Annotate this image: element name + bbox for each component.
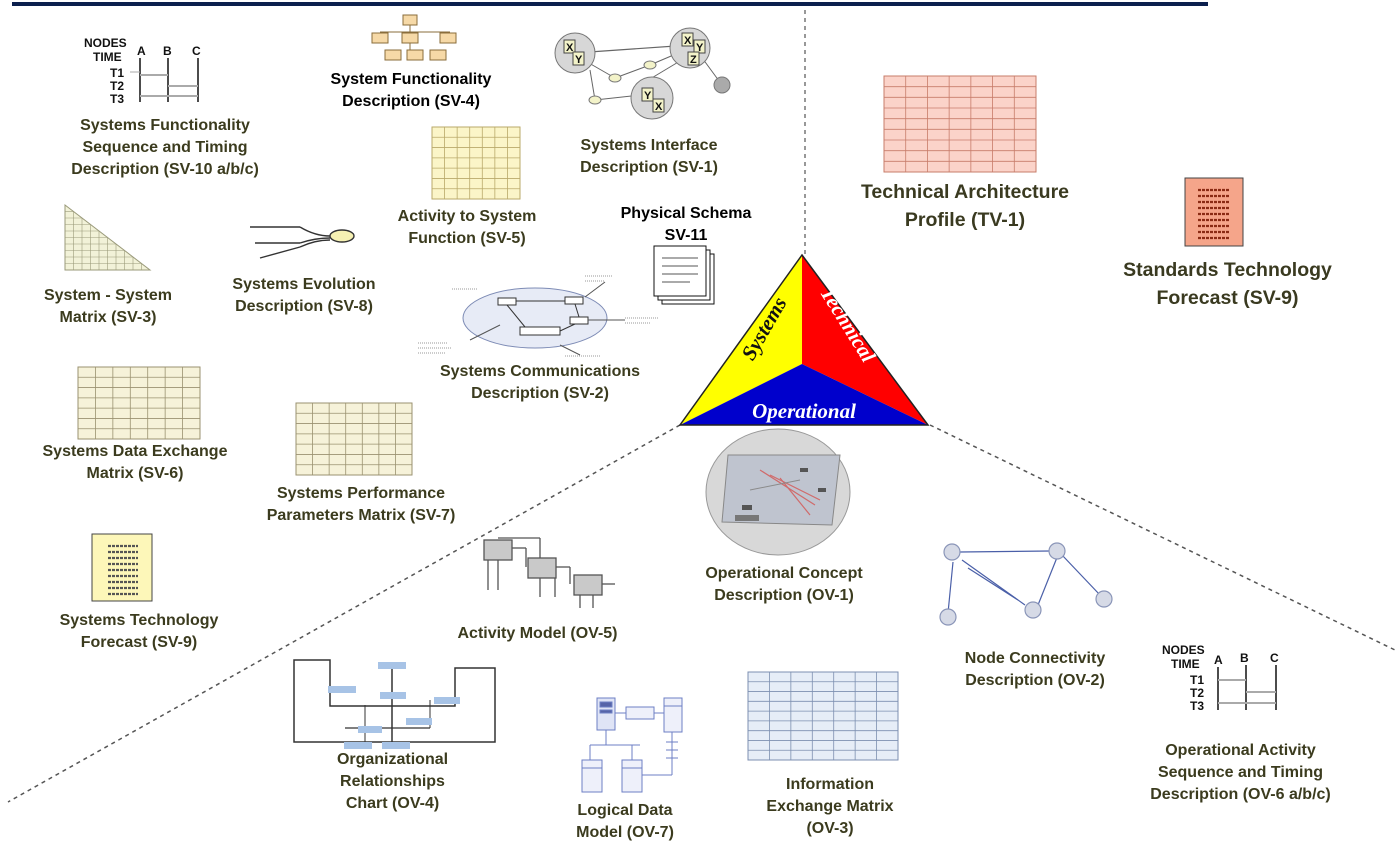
label-sv4: System Functionality Description (SV-4): [330, 71, 492, 110]
label-sv1: Systems Interface Description (SV-1): [580, 137, 718, 176]
svg-text:T2: T2: [110, 79, 124, 93]
svg-text:Y: Y: [696, 42, 704, 54]
sequence-timing-icon-ov6: NODES TIME A B C T1 T2 T3: [1162, 643, 1279, 713]
svg-text:NODES: NODES: [1162, 643, 1205, 657]
svg-text:NODES: NODES: [84, 36, 127, 50]
label-ov1: Operational Concept Description (OV-1): [705, 565, 863, 604]
label-sv9-left: Systems Technology Forecast (SV-9): [59, 612, 219, 651]
svg-text:X: X: [684, 35, 692, 47]
label-ov5: Activity Model (OV-5): [457, 625, 618, 642]
svg-text:Y: Y: [644, 90, 652, 102]
svg-text:TIME: TIME: [93, 50, 122, 64]
svg-text:T2: T2: [1190, 686, 1204, 700]
system-system-matrix-icon-sv3: [64, 203, 152, 271]
svg-text:Z: Z: [690, 54, 697, 66]
standards-forecast-icon-sv9-right: [1184, 177, 1244, 247]
operational-concept-icon-ov1: [705, 428, 851, 556]
activity-system-matrix-icon-sv5: [431, 126, 521, 200]
label-sv7: Systems Performance Parameters Matrix (S…: [266, 485, 456, 524]
svg-text:X: X: [566, 42, 574, 54]
svg-text:A: A: [1214, 653, 1223, 667]
evolution-icon-sv8: [250, 226, 355, 259]
divider-left-diagonal: [7, 424, 681, 803]
svg-text:T1: T1: [110, 66, 124, 80]
interface-network-icon-sv1: X Y X Y Z Y X: [554, 27, 731, 120]
svg-text:T1: T1: [1190, 673, 1204, 687]
label-sv10: Systems Functionality Sequence and Timin…: [71, 117, 259, 178]
label-sv5: Activity to System Function (SV-5): [397, 208, 537, 247]
communications-icon-sv2: [418, 275, 658, 357]
activity-model-icon-ov5: [483, 537, 615, 608]
svg-text:B: B: [1240, 651, 1249, 665]
views-triangle: Systems Technical Operational: [678, 253, 930, 426]
label-ov4: Organizational Relationships Chart (OV-4…: [336, 751, 449, 812]
triangle-operational-segment: [680, 364, 928, 425]
svg-text:B: B: [163, 44, 172, 58]
svg-text:T3: T3: [110, 92, 124, 106]
node-connectivity-icon-ov2: [939, 542, 1113, 626]
technical-profile-matrix-icon-tv1: [883, 75, 1037, 173]
sequence-timing-icon-sv10: NODES TIME A B C T1 T2 T3: [84, 36, 201, 106]
label-ov2: Node Connectivity Description (OV-2): [964, 650, 1106, 689]
data-exchange-matrix-icon-sv6: [77, 366, 201, 440]
svg-text:C: C: [192, 44, 201, 58]
svg-text:A: A: [137, 44, 146, 58]
svg-text:TIME: TIME: [1171, 657, 1200, 671]
label-sv2: Systems Communications Description (SV-2…: [439, 363, 641, 402]
svg-text:Y: Y: [575, 54, 583, 66]
label-sv8: Systems Evolution Description (SV-8): [232, 276, 376, 315]
label-sv11: Physical Schema SV-11: [620, 205, 752, 244]
label-sv9-right: Standards Technology Forecast (SV-9): [1123, 259, 1332, 309]
label-tv1: Technical Architecture Profile (TV-1): [860, 181, 1070, 231]
label-ov3: Information Exchange Matrix (OV-3): [766, 776, 894, 837]
svg-text:C: C: [1270, 651, 1279, 665]
label-ov7: Logical Data Model (OV-7): [576, 802, 674, 841]
label-sv6: Systems Data Exchange Matrix (SV-6): [42, 443, 228, 482]
triangle-operational-label: Operational: [752, 399, 856, 423]
information-exchange-matrix-icon-ov3: [747, 671, 899, 761]
divider-right-diagonal: [929, 424, 1396, 651]
label-ov6: Operational Activity Sequence and Timing…: [1150, 742, 1331, 803]
technology-forecast-icon-sv9-left: [91, 533, 153, 602]
performance-matrix-icon-sv7: [295, 402, 413, 476]
svg-text:T3: T3: [1190, 699, 1204, 713]
logical-data-model-icon-ov7: [581, 697, 683, 793]
svg-text:X: X: [655, 101, 663, 113]
label-sv3: System - System Matrix (SV-3): [43, 287, 173, 326]
functionality-tree-icon-sv4: [371, 14, 457, 61]
org-chart-icon-ov4: [293, 659, 496, 749]
physical-schema-icon-sv11: [653, 245, 715, 305]
